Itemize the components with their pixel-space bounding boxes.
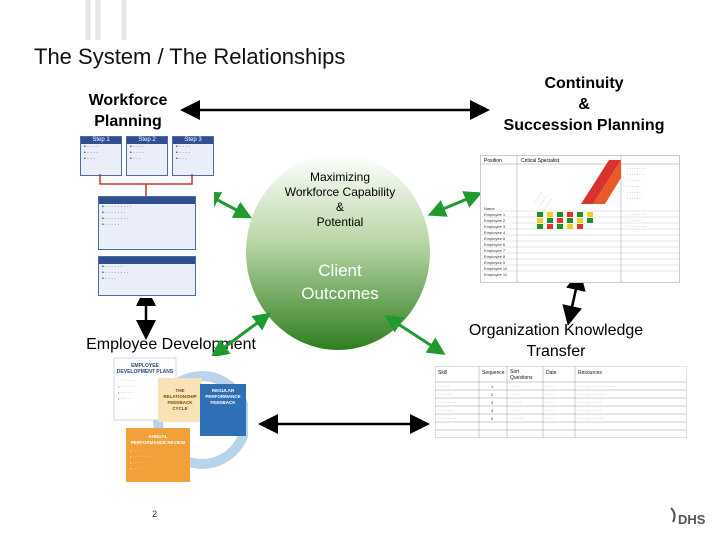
svg-text:DEVELOPMENT PLANS: DEVELOPMENT PLANS — [117, 369, 174, 375]
svg-text:· · · ·: · · · · — [546, 416, 555, 421]
svg-text:5: 5 — [491, 416, 494, 421]
continuity-label: Continuity & Succession Planning — [503, 75, 665, 134]
svg-text:· · · · · · · · · ·: · · · · · · · · · · — [578, 400, 601, 405]
knowledge-transfer-thumbnail: Skill Sequence Sort Questions Date Resou… — [434, 365, 688, 439]
svg-text:Employee 3: Employee 3 — [484, 224, 506, 229]
svg-text:Employee 7: Employee 7 — [484, 248, 506, 253]
svg-text:3: 3 — [491, 400, 494, 405]
client-outcomes-label: Client Outcomes — [301, 261, 379, 303]
svg-text:1: 1 — [491, 384, 494, 389]
transfer-header-resources: Resources — [578, 370, 602, 376]
org-knowledge-label: Organization Knowledge Transfer — [468, 322, 644, 360]
svg-text:· · · ·: · · · · — [510, 384, 519, 389]
succession-header-critical: Critical Specialist — [521, 158, 560, 164]
svg-text:· · · ·: · · · · — [510, 408, 519, 413]
succession-planning-thumbnail: Position Critical Specialist · · · · · ·… — [480, 155, 680, 283]
svg-text:· · · · · ·: · · · · · · — [438, 392, 452, 397]
svg-text:PERFORMANCE: PERFORMANCE — [205, 394, 240, 399]
svg-text:Questions: Questions — [510, 375, 533, 381]
svg-text:· · · · · · · ·: · · · · · · · · — [627, 212, 645, 217]
svg-text:Employee 2: Employee 2 — [484, 218, 506, 223]
arrow-green-top-right — [427, 191, 483, 217]
svg-text:• · · · · · ·: • · · · · · · — [130, 460, 146, 465]
svg-text:2: 2 — [491, 392, 494, 397]
svg-text:· · · ·: · · · · — [546, 400, 555, 405]
workforce-planning-label: Workforce Planning — [88, 92, 168, 130]
svg-text:· · · · ·: · · · · · — [510, 400, 521, 405]
svg-text:· · · · · · · ·: · · · · · · · · — [438, 400, 456, 405]
svg-text:4: 4 — [491, 408, 494, 413]
transfer-header-sort: Sort — [510, 369, 520, 375]
svg-text:PERFORMANCE REVIEW: PERFORMANCE REVIEW — [131, 440, 186, 445]
svg-text:· · · · · · · ·: · · · · · · · · — [438, 416, 456, 421]
arrow-green-bottom-left — [210, 312, 272, 358]
svg-text:· · · ·: · · · · — [510, 392, 519, 397]
svg-text:· · · · · ·: · · · · · · — [510, 416, 524, 421]
svg-text:· · · · · · ·: · · · · · · · — [627, 218, 643, 223]
succession-header-position: Position — [484, 158, 502, 164]
arrow-green-top-left — [202, 191, 252, 219]
center-label: Maximizing Workforce Capability & Potent… — [284, 170, 396, 229]
center-circle — [246, 154, 430, 350]
arrow-green-bottom-right — [384, 315, 446, 355]
svg-text:• · · · · · · ·: • · · · · · · · — [130, 448, 149, 453]
svg-text:• · · · · ·: • · · · · · — [118, 396, 132, 401]
svg-text:· · · · · · · ·: · · · · · · · · — [627, 224, 645, 229]
svg-text:· · · · · · · · · ·: · · · · · · · · · · — [578, 408, 601, 413]
slide-title: The System / The Relationships — [34, 44, 346, 69]
svg-text:· · · · · · · · ·: · · · · · · · · · — [118, 378, 139, 383]
transfer-header-sequence: Sequence — [482, 370, 505, 376]
svg-text:Employee 4: Employee 4 — [484, 230, 506, 235]
transfer-header-date: Date — [546, 370, 557, 376]
svg-text:· · · · · · ·: · · · · · · · — [438, 408, 454, 413]
svg-text:· · · · · · · · · · ·: · · · · · · · · · · · — [578, 416, 604, 421]
svg-text:· · · ·: · · · · — [546, 384, 555, 389]
svg-text:THE: THE — [176, 388, 185, 393]
svg-text:FEEDBACK: FEEDBACK — [167, 400, 193, 405]
svg-text:· · · ·: · · · · — [546, 408, 555, 413]
svg-text:• · · · · · · ·: • · · · · · · · — [130, 466, 149, 471]
svg-text:· · · ·: · · · · — [546, 392, 555, 397]
svg-text:Employee 6: Employee 6 — [484, 242, 506, 247]
arrow-right-vertical — [562, 270, 586, 326]
svg-text:· · · · · · ·: · · · · · · · — [627, 196, 643, 201]
svg-text:Employee 11: Employee 11 — [484, 272, 508, 277]
svg-text:Employee 9: Employee 9 — [484, 260, 506, 265]
dhs-logo: DHS — [668, 506, 708, 532]
svg-text:ANNUAL: ANNUAL — [149, 434, 168, 439]
svg-text:FEEDBACK: FEEDBACK — [210, 400, 236, 405]
svg-text:· · · · · · · · · · · · · · ·: · · · · · · · · · · · · · · · · — [578, 384, 616, 389]
dhs-logo-text: DHS — [678, 512, 706, 527]
svg-text:Employee 1: Employee 1 — [484, 212, 506, 217]
transfer-header-skill: Skill — [438, 370, 447, 376]
page-number: 2 — [152, 509, 158, 519]
svg-text:CYCLE: CYCLE — [172, 406, 187, 411]
svg-text:· · · · ·: · · · · · — [438, 384, 449, 389]
svg-text:· · · · · ·: · · · · · · — [537, 194, 549, 208]
svg-text:· · · · · ·: · · · · · · — [627, 178, 641, 183]
dhs-logo-icon: DHS — [670, 507, 706, 527]
svg-text:· · · · · ·: · · · · · · — [532, 191, 544, 205]
cycle-label-plans: EMPLOYEE — [131, 363, 159, 369]
svg-text:REGULAR: REGULAR — [212, 388, 235, 393]
svg-text:Employee 5: Employee 5 — [484, 236, 506, 241]
svg-text:· · · · · · · ·: · · · · · · · · — [627, 166, 645, 171]
svg-text:Name: Name — [484, 206, 495, 211]
svg-text:· · · · · ·: · · · · · · — [627, 190, 641, 195]
svg-text:· · · · · · ·: · · · · · · · — [627, 172, 643, 177]
svg-text:Employee 10: Employee 10 — [484, 266, 508, 271]
svg-text:· · · · · · · · · · · ·: · · · · · · · · · · · · — [578, 392, 606, 397]
svg-text:· · · · · ·: · · · · · · — [542, 197, 554, 211]
svg-text:Employee 8: Employee 8 — [484, 254, 506, 259]
workforce-planning-thumbnail: Step 1• · · · ·• · · · ·• · · · Step 2• … — [78, 136, 214, 298]
svg-text:• · · · · · ·: • · · · · · · — [118, 384, 134, 389]
employee-development-thumbnail: EMPLOYEE DEVELOPMENT PLANS · · · · · · ·… — [112, 356, 251, 486]
svg-text:• · · · · · ·: • · · · · · · — [118, 390, 134, 395]
svg-text:• · · · · · · · ·: • · · · · · · · · — [130, 454, 151, 459]
svg-text:· · · · · · ·: · · · · · · · — [627, 184, 643, 189]
top-decoration — [0, 0, 720, 40]
svg-text:RELATIONSHIP: RELATIONSHIP — [163, 394, 196, 399]
